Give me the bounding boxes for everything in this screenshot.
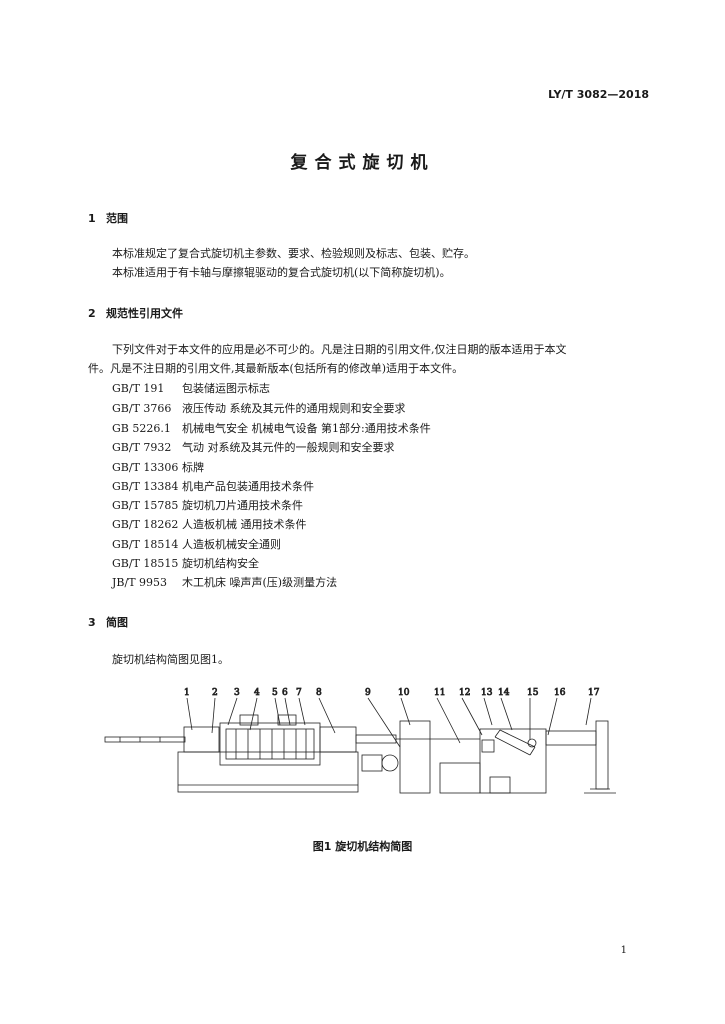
section-2-intro-line-2: 件。凡是不注日期的引用文件,其最新版本(包括所有的修改单)适用于本文件。 [88, 362, 464, 375]
section-2-heading: 2 规范性引用文件 [88, 305, 183, 321]
callout-12: 12 [459, 688, 470, 698]
reference-title: 标牌 [182, 461, 204, 474]
callout-16: 16 [554, 688, 566, 698]
reference-title: 旋切机结构安全 [182, 557, 259, 570]
reference-item: GB/T 191 包装储运图示标志 [112, 380, 270, 396]
reference-title: 液压传动 系统及其元件的通用规则和安全要求 [182, 402, 406, 415]
figure-caption: 图1 旋切机结构简图 [312, 840, 413, 853]
section-1-para-1: 本标准规定了复合式旋切机主参数、要求、检验规则及标志、包装、贮存。 [112, 247, 475, 260]
section-number: 2 [88, 307, 96, 320]
reference-code: GB/T 3766 [112, 402, 172, 415]
section-1-heading: 1 范围 [88, 210, 128, 226]
callout-11: 11 [434, 688, 445, 698]
callout-8: 8 [316, 688, 322, 698]
callout-3: 3 [234, 688, 240, 698]
standard-code: LY/T 3082—2018 [548, 88, 649, 101]
reference-item: GB/T 7932 气动 对系统及其元件的一般规则和安全要求 [112, 439, 395, 455]
callout-1: 1 [184, 688, 190, 698]
section-2-intro-line-1: 下列文件对于本文件的应用是必不可少的。凡是注日期的引用文件,仅注日期的版本适用于… [112, 343, 567, 356]
callout-13: 13 [481, 688, 493, 698]
reference-code: GB/T 15785 [112, 499, 179, 512]
reference-code: JB/T 9953 [112, 576, 168, 589]
section-3-heading: 3 简图 [88, 614, 128, 630]
reference-title: 旋切机刀片通用技术条件 [182, 499, 303, 512]
reference-code: GB 5226.1 [112, 422, 171, 435]
callout-17: 17 [588, 688, 600, 698]
section-number: 1 [88, 212, 96, 225]
section-title: 范围 [106, 212, 128, 225]
callout-2: 2 [212, 688, 218, 698]
reference-item: GB/T 3766 液压传动 系统及其元件的通用规则和安全要求 [112, 400, 406, 416]
machine-structure-diagram: 1 2 3 4 5 6 7 8 9 10 11 12 13 14 15 16 1… [104, 688, 616, 794]
page-number: 1 [620, 945, 627, 956]
reference-code: GB/T 18515 [112, 557, 179, 570]
section-number: 3 [88, 616, 96, 629]
reference-code: GB/T 13384 [112, 480, 179, 493]
reference-title: 包装储运图示标志 [182, 382, 270, 395]
reference-title: 人造板机械安全通则 [182, 538, 281, 551]
reference-title: 机械电气安全 机械电气设备 第1部分:通用技术条件 [182, 422, 431, 435]
reference-code: GB/T 18514 [112, 538, 179, 551]
reference-title: 机电产品包装通用技术条件 [182, 480, 314, 493]
reference-title: 木工机床 噪声声(压)级测量方法 [182, 576, 338, 589]
reference-code: GB/T 191 [112, 382, 165, 395]
reference-item: GB 5226.1 机械电气安全 机械电气设备 第1部分:通用技术条件 [112, 420, 431, 436]
reference-code: GB/T 18262 [112, 518, 179, 531]
callout-7: 7 [296, 688, 302, 698]
reference-code: GB/T 13306 [112, 461, 179, 474]
callout-14: 14 [498, 688, 510, 698]
callout-9: 9 [365, 688, 371, 698]
document-title: 复合式旋切机 [290, 153, 435, 173]
callout-4: 4 [254, 688, 260, 698]
reference-code: GB/T 7932 [112, 441, 172, 454]
callout-10: 10 [398, 688, 410, 698]
section-3-para: 旋切机结构简图见图1。 [112, 653, 229, 666]
callout-6: 6 [282, 688, 288, 698]
section-1-para-2: 本标准适用于有卡轴与摩擦辊驱动的复合式旋切机(以下简称旋切机)。 [112, 266, 451, 279]
callout-5: 5 [272, 688, 278, 698]
reference-item: JB/T 9953 木工机床 噪声声(压)级测量方法 [112, 574, 337, 590]
callout-15: 15 [527, 688, 539, 698]
section-title: 简图 [106, 616, 128, 629]
reference-title: 人造板机械 通用技术条件 [182, 518, 307, 531]
reference-title: 气动 对系统及其元件的一般规则和安全要求 [182, 441, 395, 454]
section-title: 规范性引用文件 [106, 307, 183, 320]
